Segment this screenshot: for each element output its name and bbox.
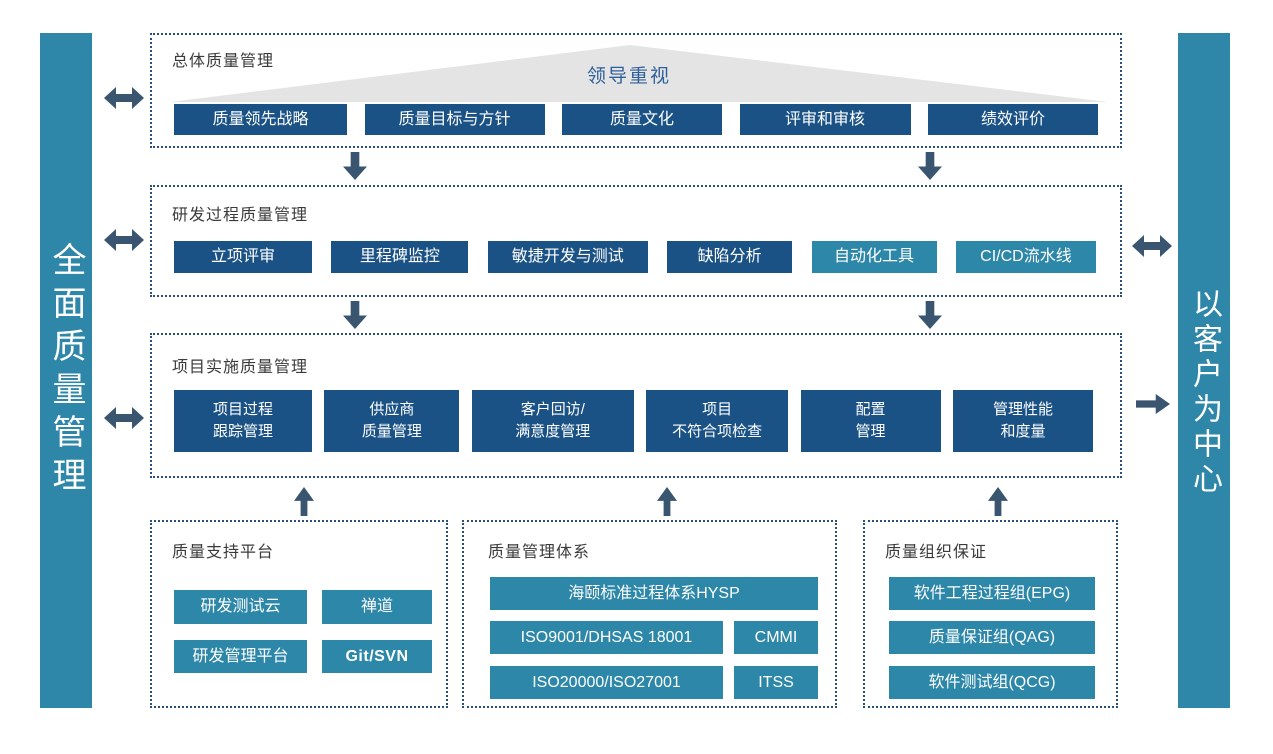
section-quality-support-platform: 质量支持平台 研发测试云 禅道 研发管理平台 Git/SVN	[150, 520, 448, 708]
node-nonconformance-check: 项目 不符合项检查	[646, 390, 789, 452]
node-customer-visit-satisfaction: 客户回访/ 满意度管理	[471, 390, 634, 452]
node-qcg-group: 软件测试组(QCG)	[889, 666, 1095, 699]
node-milestone-monitoring: 里程碑监控	[331, 241, 469, 273]
node-iso20000-iso27001: ISO20000/ISO27001	[490, 666, 723, 699]
node-git-svn: Git/SVN	[322, 640, 432, 673]
node-quality-leading-strategy: 质量领先战略	[174, 104, 347, 135]
up-arrow-icon	[294, 487, 314, 516]
section-quality-management-system: 质量管理体系 海颐标准过程体系HYSP ISO9001/DHSAS 18001 …	[462, 520, 837, 708]
node-quality-goals-policy: 质量目标与方针	[364, 104, 545, 135]
node-project-initiation-review: 立项评审	[174, 241, 312, 273]
up-arrow-icon	[988, 487, 1008, 516]
down-arrow-icon	[918, 301, 942, 329]
section-title: 项目实施质量管理	[172, 359, 309, 376]
right-arrow-icon	[1136, 394, 1170, 414]
node-quality-culture: 质量文化	[562, 104, 722, 135]
node-zentao: 禅道	[322, 590, 432, 624]
node-automation-tools: 自动化工具	[811, 241, 937, 273]
node-epg-group: 软件工程过程组(EPG)	[889, 577, 1095, 610]
down-arrow-icon	[343, 301, 367, 329]
node-rd-management-platform: 研发管理平台	[174, 640, 307, 673]
down-arrow-icon	[918, 152, 942, 180]
rnd-node-row: 立项评审 里程碑监控 敏捷开发与测试 缺陷分析 自动化工具 CI/CD流水线	[174, 241, 1096, 273]
section-project-implementation-quality: 项目实施质量管理 项目过程 跟踪管理 供应商 质量管理 客户回访/ 满意度管理 …	[150, 333, 1122, 478]
section-title: 质量支持平台	[172, 544, 275, 561]
up-arrow-icon	[657, 487, 677, 516]
overall-node-row: 质量领先战略 质量目标与方针 质量文化 评审和审核 绩效评价	[174, 104, 1098, 135]
section-title: 质量管理体系	[488, 544, 591, 561]
node-iso9001-dhsas18001: ISO9001/DHSAS 18001	[490, 621, 723, 654]
node-defect-analysis: 缺陷分析	[667, 241, 793, 273]
node-performance-measurement: 管理性能 和度量	[952, 390, 1093, 452]
double-arrow-icon	[104, 87, 144, 109]
left-tqm-bar: 全面质量管理	[40, 33, 92, 708]
node-itss: ITSS	[734, 666, 818, 699]
left-tqm-bar-label: 全面质量管理	[47, 241, 85, 500]
leadership-banner-label: 领导重视	[587, 66, 672, 87]
section-quality-organization: 质量组织保证 软件工程过程组(EPG) 质量保证组(QAG) 软件测试组(QCG…	[863, 520, 1118, 708]
node-rd-test-cloud: 研发测试云	[174, 590, 307, 624]
node-configuration-management: 配置 管理	[800, 390, 941, 452]
section-title: 研发过程质量管理	[172, 207, 309, 224]
section-title: 质量组织保证	[885, 544, 988, 561]
node-review-audit: 评审和审核	[739, 104, 911, 135]
node-qag-group: 质量保证组(QAG)	[889, 621, 1095, 654]
node-project-process-tracking: 项目过程 跟踪管理	[174, 390, 312, 452]
node-cmmi: CMMI	[734, 621, 818, 654]
double-arrow-icon	[104, 229, 144, 251]
node-performance-evaluation: 绩效评价	[928, 104, 1098, 135]
double-arrow-icon	[104, 407, 144, 429]
section-rnd-process-quality: 研发过程质量管理 立项评审 里程碑监控 敏捷开发与测试 缺陷分析 自动化工具 C…	[150, 185, 1122, 297]
down-arrow-icon	[343, 152, 367, 180]
section-title: 总体质量管理	[172, 53, 275, 70]
section-overall-quality: 总体质量管理 领导重视 质量领先战略 质量目标与方针 质量文化 评审和审核 绩效…	[150, 33, 1122, 148]
double-arrow-icon	[1132, 235, 1172, 257]
node-hysp-standard-process: 海颐标准过程体系HYSP	[490, 577, 818, 610]
right-customer-bar: 以客户为中心	[1178, 33, 1230, 708]
node-cicd-pipeline: CI/CD流水线	[955, 241, 1096, 273]
node-supplier-quality: 供应商 质量管理	[324, 390, 460, 452]
node-agile-dev-testing: 敏捷开发与测试	[487, 241, 648, 273]
project-node-row: 项目过程 跟踪管理 供应商 质量管理 客户回访/ 满意度管理 项目 不符合项检查…	[174, 390, 1093, 452]
right-customer-bar-label: 以客户为中心	[1188, 287, 1221, 498]
